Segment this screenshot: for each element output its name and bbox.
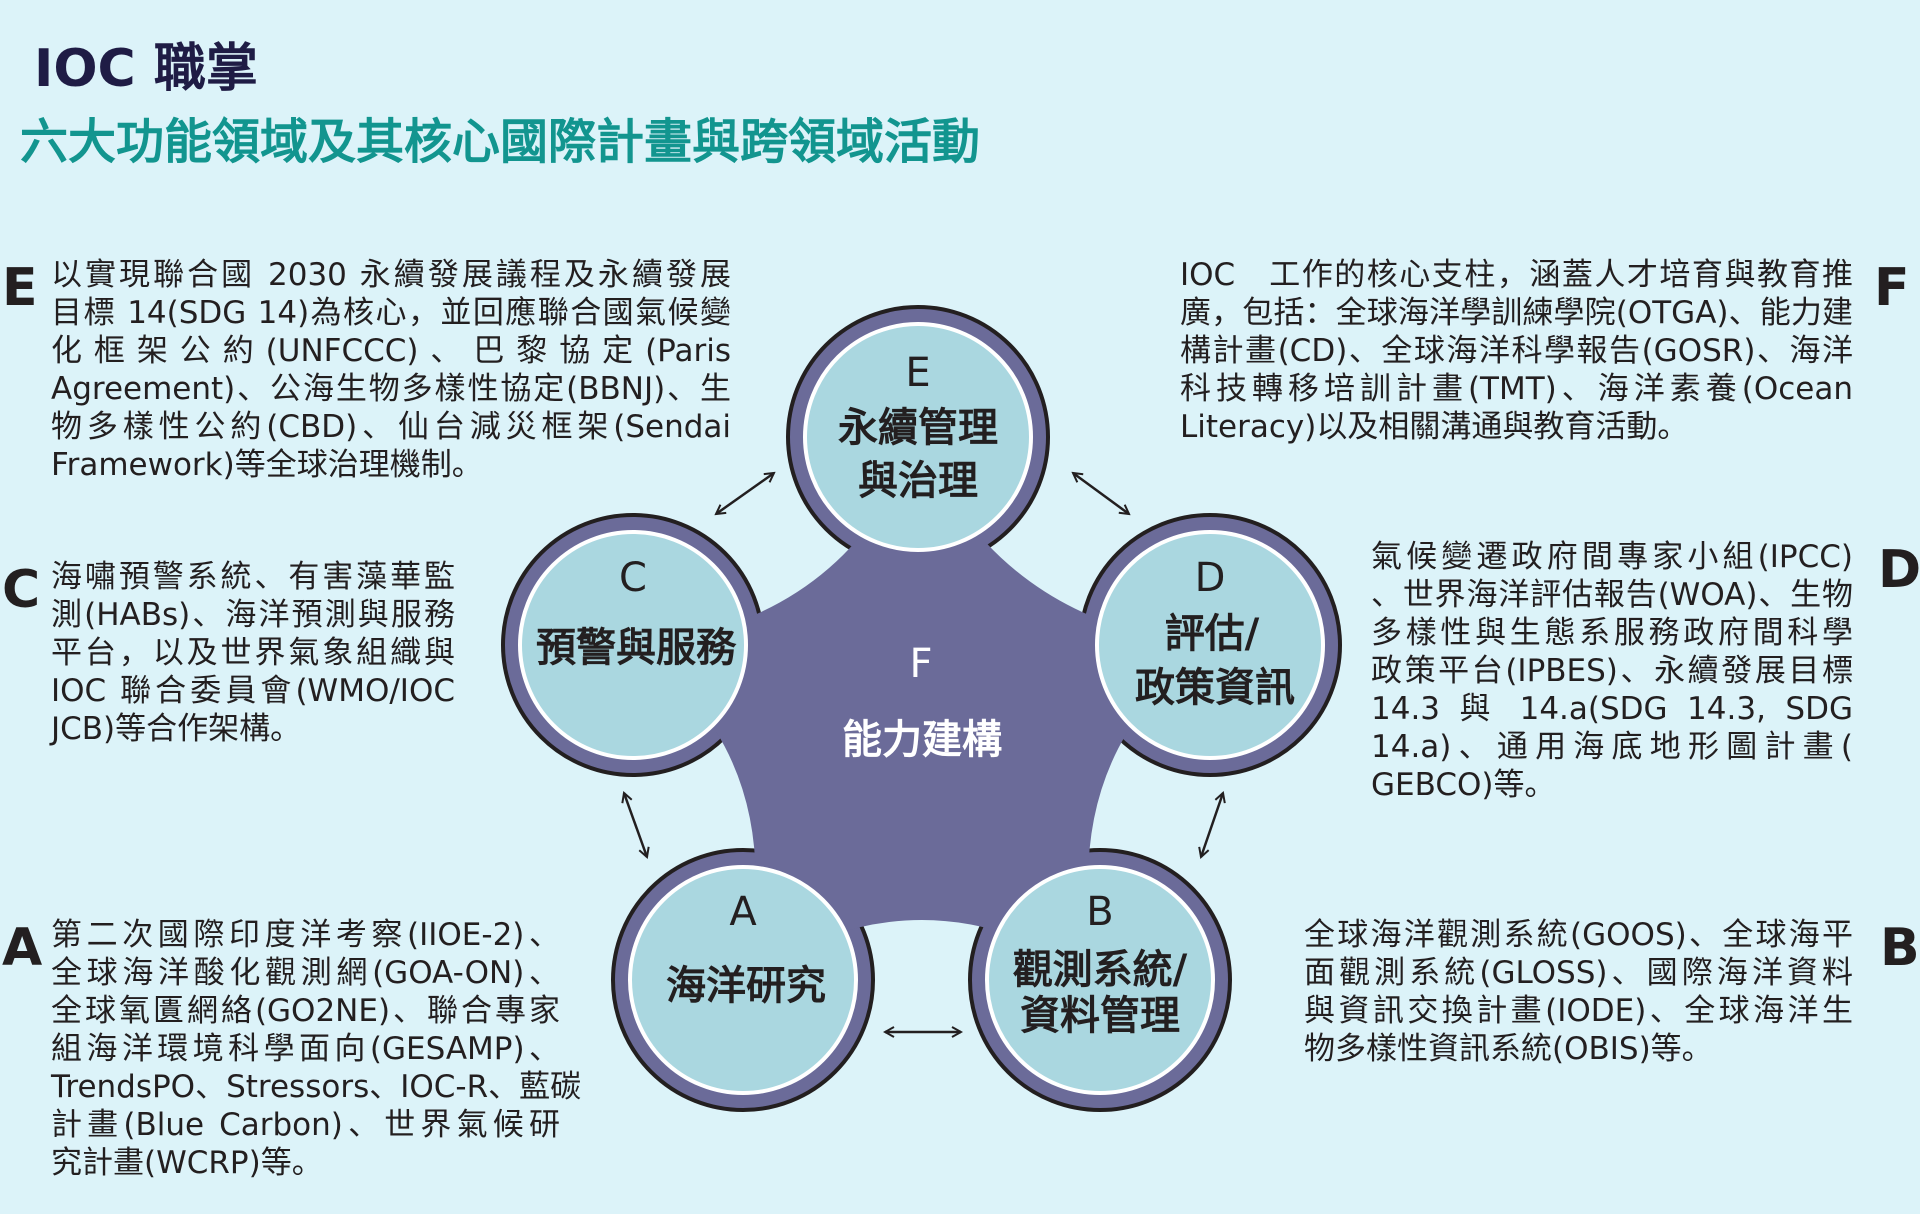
description-line: 多樣性與生態系服務政府間科學 [1371, 615, 1853, 651]
letter-d: D [1878, 540, 1920, 600]
description-e: 以實現聯合國 2030 永續發展議程及永續發展目標 14(SDG 14)為核心，… [51, 256, 731, 484]
description-line: 究計畫(WCRP)等。 [51, 1145, 323, 1181]
letter-c: C [2, 560, 41, 620]
description-line: 全球海洋酸化觀測網(GOA-ON)、 [51, 955, 560, 991]
node-b-label-2: 資料管理 [1020, 993, 1180, 1039]
description-line: 測(HABs)、海洋預測與服務 [51, 597, 455, 633]
description-line: 、世界海洋評估報告(WOA)、生物 [1371, 577, 1853, 613]
description-line: 廣，包括：全球海洋學訓練學院(OTGA)、能力建 [1180, 295, 1853, 331]
description-line: IOC 聯合委員會(WMO/IOC [51, 673, 455, 709]
letter-b: B [1880, 918, 1920, 978]
description-line: 與資訊交換計畫(IODE)、全球海洋生 [1304, 993, 1853, 1029]
node-b [985, 865, 1215, 1095]
node-d-label-2: 政策資訊 [1135, 665, 1295, 711]
description-line: 化框架公約(UNFCCC)、巴黎協定(Paris [51, 333, 731, 369]
node-c-label: 預警與服務 [536, 625, 737, 671]
description-d: 氣候變遷政府間專家小組(IPCC)、世界海洋評估報告(WOA)、生物多樣性與生態… [1371, 538, 1853, 804]
description-line: 科技轉移培訓計畫(TMT)、海洋素養(Ocean [1180, 371, 1853, 407]
node-e-letter: E [905, 350, 930, 396]
node-c-letter: C [619, 555, 647, 601]
description-line: 構計畫(CD)、全球海洋科學報告(GOSR)、海洋 [1180, 333, 1853, 369]
description-line: Agreement)、公海生物多樣性協定(BBNJ)、生 [51, 371, 731, 407]
hub-label: 能力建構 [842, 717, 1002, 763]
description-line: Framework)等全球治理機制。 [51, 447, 483, 483]
arrow-c-e [716, 473, 774, 514]
description-line: 物多樣性公約(CBD)、仙台減災框架(Sendai [51, 409, 731, 445]
page-subtitle: 六大功能領域及其核心國際計畫與跨領域活動 [20, 114, 981, 170]
description-line: 物多樣性資訊系統(OBIS)等。 [1304, 1031, 1713, 1067]
letter-a: A [2, 918, 43, 978]
arrow-e-d [1073, 473, 1129, 514]
description-line: 目標 14(SDG 14)為核心，並回應聯合國氣候變 [51, 295, 731, 331]
description-line: 平台，以及世界氣象組織與 [51, 635, 455, 671]
description-line: 14.3 與 14.a(SDG 14.3, SDG [1371, 691, 1853, 727]
node-d-label-1: 評估/ [1165, 611, 1260, 657]
description-line: TrendsPO、Stressors、IOC-R、藍碳 [51, 1069, 582, 1105]
description-line: 全球海洋觀測系統(GOOS)、全球海平 [1304, 917, 1853, 953]
description-line: 氣候變遷政府間專家小組(IPCC) [1371, 539, 1853, 575]
description-line: 14.a)、通用海底地形圖計畫( [1371, 729, 1853, 765]
node-e-label-1: 永續管理 [838, 405, 998, 451]
description-line: 組海洋環境科學面向(GESAMP)、 [51, 1031, 560, 1067]
node-a-label: 海洋研究 [666, 963, 826, 1009]
node-c [518, 530, 748, 760]
arrow-c-a [624, 793, 647, 857]
letter-e: E [2, 258, 38, 318]
description-line: Literacy)以及相關溝通與教育活動。 [1180, 409, 1689, 445]
arrow-d-b [1201, 793, 1223, 857]
description-line: 以實現聯合國 2030 永續發展議程及永續發展 [51, 257, 731, 293]
node-a [628, 865, 858, 1095]
description-line: GEBCO)等。 [1371, 767, 1556, 803]
node-a-letter: A [729, 889, 757, 935]
description-b: 全球海洋觀測系統(GOOS)、全球海平面觀測系統(GLOSS)、國際海洋資料與資… [1304, 916, 1853, 1068]
description-line: 第二次國際印度洋考察(IIOE-2)、 [51, 917, 560, 953]
description-line: 海嘯預警系統、有害藻華監 [51, 559, 455, 595]
capacity-building-hub [633, 437, 1210, 980]
node-e [803, 322, 1033, 552]
description-line: 計畫(Blue Carbon)、世界氣候研 [51, 1107, 560, 1143]
hub-letter: F [909, 641, 932, 687]
description-line: 面觀測系統(GLOSS)、國際海洋資料 [1304, 955, 1853, 991]
description-line: 政策平台(IPBES)、永續發展目標 [1371, 653, 1853, 689]
node-d-letter: D [1195, 555, 1226, 601]
description-a: 第二次國際印度洋考察(IIOE-2)、全球海洋酸化觀測網(GOA-ON)、全球氧… [51, 916, 582, 1182]
description-line: 全球氧匱網絡(GO2NE)、聯合專家 [51, 993, 560, 1029]
node-b-letter: B [1086, 889, 1113, 935]
node-b-label-1: 觀測系統/ [1013, 947, 1188, 993]
page-title: IOC 職掌 [34, 39, 258, 99]
letter-f: F [1874, 258, 1910, 318]
description-f: IOC 工作的核心支柱，涵蓋人才培育與教育推廣，包括：全球海洋學訓練學院(OTG… [1180, 256, 1853, 446]
description-line: JCB)等合作架構。 [51, 711, 302, 747]
node-d [1095, 530, 1325, 760]
description-line: IOC 工作的核心支柱，涵蓋人才培育與教育推 [1180, 257, 1853, 293]
node-e-label-2: 與治理 [858, 458, 978, 504]
